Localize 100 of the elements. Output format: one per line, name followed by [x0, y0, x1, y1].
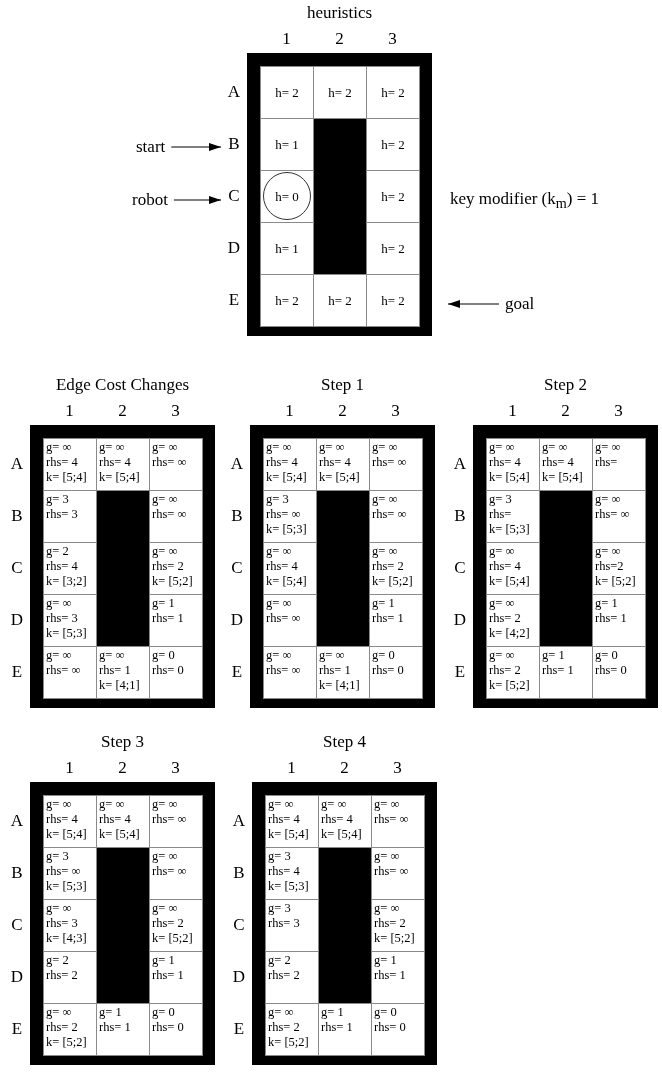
cell-value: g= ∞: [319, 648, 345, 663]
cell-value: k= [4;2]: [489, 626, 530, 641]
cell-value: rhs= 4: [268, 864, 300, 879]
grid-cell: [592, 490, 646, 543]
cell-value: g= 0: [372, 648, 395, 663]
row-letter: A: [229, 453, 245, 475]
cell-value: g= ∞: [46, 797, 72, 812]
cell-value: rhs=2: [595, 559, 624, 574]
cell-value: g= 1: [152, 596, 175, 611]
column-number: 2: [117, 400, 128, 422]
grid-cell: [265, 951, 319, 1004]
grid-title: Edge Cost Changes: [54, 374, 191, 396]
cell-value: rhs= 3: [46, 507, 78, 522]
grid-cell: [149, 1003, 203, 1056]
cell-value: k= [5;2]: [152, 574, 193, 589]
grid-cell: [366, 170, 420, 223]
cell-value: k= [4;1]: [99, 678, 140, 693]
cell-value: g= ∞: [99, 648, 125, 663]
cell-value: g= ∞: [372, 544, 398, 559]
grid-cell: [539, 646, 593, 699]
row-letter: C: [225, 185, 243, 207]
cell-value: h= 2: [381, 137, 405, 152]
cell-value: g= 1: [99, 1005, 122, 1020]
cell-value: g= ∞: [266, 440, 292, 455]
cell-value: g= ∞: [595, 492, 621, 507]
cell-value: g= ∞: [99, 797, 125, 812]
grid-title: heuristics: [305, 2, 374, 24]
cell-value: g= ∞: [489, 440, 515, 455]
cell-value: rhs= 4: [321, 812, 353, 827]
grid-cell: [96, 1003, 150, 1056]
grid-cell: [263, 490, 317, 543]
grid-cell: [260, 118, 314, 171]
cell-value: g= ∞: [489, 596, 515, 611]
cell-value: g= ∞: [152, 797, 178, 812]
cell-value: h= 1: [275, 241, 299, 256]
grid-cell: [43, 438, 97, 491]
row-letter: E: [10, 1018, 24, 1040]
cell-value: h= 2: [328, 85, 352, 100]
grid-cell: [592, 594, 646, 647]
cell-value: k= [5;3]: [46, 879, 87, 894]
cell-value: rhs= ∞: [266, 611, 301, 626]
row-letter: C: [453, 557, 467, 579]
cell-value: g= 0: [374, 1005, 397, 1020]
grid-cell: [149, 951, 203, 1004]
cell-value: k= [5;3]: [268, 879, 309, 894]
grid-cell: [592, 438, 646, 491]
arrow: [447, 300, 500, 308]
cell-value: rhs= 4: [46, 812, 78, 827]
cell-value: g= 1: [321, 1005, 344, 1020]
cell-value: g= 3: [46, 492, 69, 507]
grid-cell: [369, 646, 423, 699]
cell-value: h= 2: [381, 85, 405, 100]
grid-cell: [265, 1003, 319, 1056]
cell-value: g= ∞: [152, 849, 178, 864]
cell-value: k= [5;2]: [152, 931, 193, 946]
cell-value: rhs= 0: [152, 1020, 184, 1035]
grid-title: Step 2: [543, 374, 588, 396]
cell-value: rhs= 4: [266, 455, 298, 470]
cell-value: g= 0: [152, 648, 175, 663]
cell-value: rhs= ∞: [152, 864, 187, 879]
grid-cell: [371, 847, 425, 900]
cell-value: k= [5;4]: [268, 827, 309, 842]
column-number: 1: [64, 400, 75, 422]
grid-cell: [369, 438, 423, 491]
grid-cell: [539, 438, 593, 491]
cell-value: rhs= ∞: [372, 455, 407, 470]
cell-value: h= 2: [381, 189, 405, 204]
cell-value: rhs= 2: [374, 916, 406, 931]
grid-cell: [43, 951, 97, 1004]
row-letter: E: [227, 289, 241, 311]
cell-value: k= [3;2]: [46, 574, 87, 589]
pointer-label: robot: [132, 190, 168, 210]
grid-cell: [366, 66, 420, 119]
grid-cell: [371, 795, 425, 848]
cell-value: g= ∞: [319, 440, 345, 455]
grid-cell: [265, 795, 319, 848]
cell-value: k= [5;2]: [489, 678, 530, 693]
row-letter: A: [226, 81, 242, 103]
row-letter: C: [230, 557, 244, 579]
cell-value: g= 3: [268, 849, 291, 864]
pointer-label: start: [136, 137, 166, 157]
cell-value: g= 1: [595, 596, 618, 611]
cell-value: k= [5;4]: [319, 470, 360, 485]
grid-cell: [592, 542, 646, 595]
row-letter: C: [10, 914, 24, 936]
grid-cell: [149, 795, 203, 848]
row-letter: C: [232, 914, 246, 936]
row-letter: B: [232, 862, 246, 884]
cell-value: g= 1: [372, 596, 395, 611]
row-letter: A: [9, 810, 25, 832]
cell-value: k= [5;4]: [99, 470, 140, 485]
grid-cell: [366, 118, 420, 171]
cell-value: rhs= 0: [595, 663, 627, 678]
cell-value: k= [5;4]: [542, 470, 583, 485]
column-number: 2: [117, 757, 128, 779]
row-letter: D: [231, 966, 247, 988]
cell-value: g= ∞: [99, 440, 125, 455]
grid-cell: [265, 899, 319, 952]
cell-value: rhs= 4: [266, 559, 298, 574]
cell-value: rhs= ∞: [152, 507, 187, 522]
